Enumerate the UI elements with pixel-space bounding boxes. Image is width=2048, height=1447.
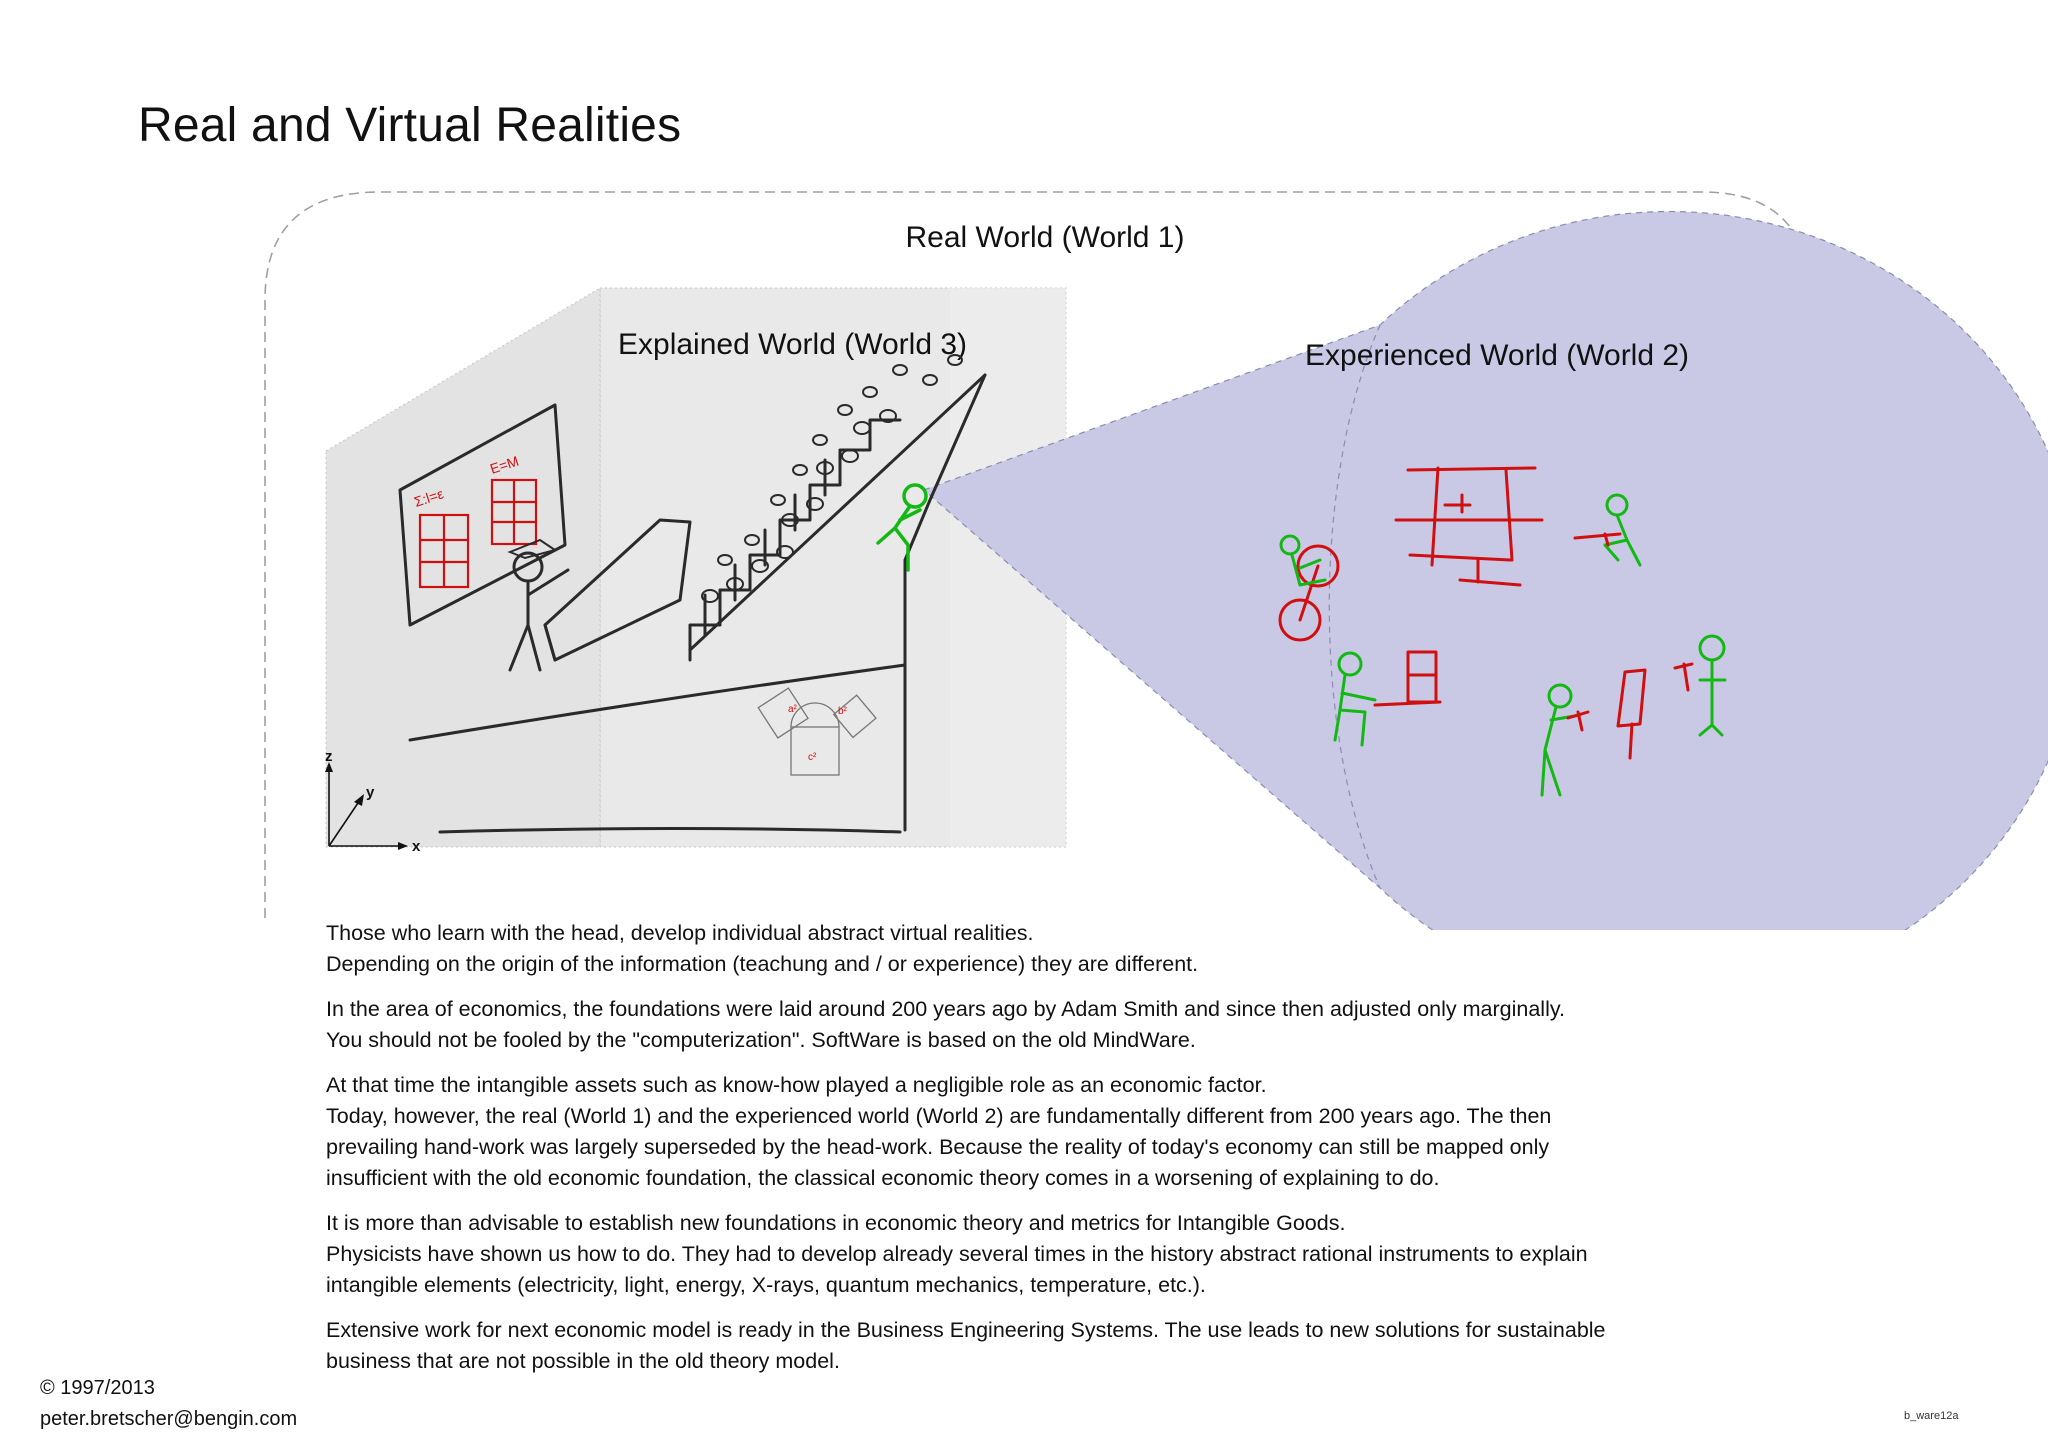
worlds-diagram: Real World (World 1) Explained World (Wo… (264, 191, 2048, 930)
pythagoras-b: b² (838, 706, 848, 717)
document-code: b_ware12a (1904, 1410, 1959, 1422)
real-world-label: Real World (World 1) (906, 221, 1185, 254)
contact-email[interactable]: peter.bretscher@bengin.com (40, 1408, 298, 1430)
pythagoras-c: c² (808, 752, 817, 763)
experience-figures (1278, 466, 1727, 797)
axis-y-label: y (366, 784, 375, 801)
axis-x-label: x (412, 838, 421, 855)
classroom-sketch (398, 354, 987, 834)
explained-world-panel (325, 287, 1067, 848)
blackboard-formulas (418, 478, 538, 589)
text-line: In the area of economics, the foundation… (326, 997, 1565, 1021)
axis-z-label: z (325, 748, 333, 765)
text-line: insufficient with the old economic found… (326, 1166, 1440, 1190)
pythagoras-figure (757, 687, 877, 776)
teacher-hat (507, 538, 558, 560)
paragraph: At that time the intangible assets such … (326, 1070, 1806, 1194)
experienced-world-cone (922, 210, 2048, 930)
text-line: business that are not possible in the ol… (326, 1349, 840, 1373)
explained-world-label: Explained World (World 3) (618, 328, 967, 361)
text-line: prevailing hand-work was largely superse… (326, 1135, 1550, 1159)
pythagoras-a: a² (788, 704, 798, 715)
observer-figure (876, 483, 928, 572)
copyright-notice: © 1997/2013 (40, 1377, 155, 1399)
text-line: At that time the intangible assets such … (326, 1073, 1267, 1097)
text-line: Extensive work for next economic model i… (326, 1318, 1606, 1342)
text-line: Depending on the origin of the informati… (326, 952, 1199, 976)
text-line: Today, however, the real (World 1) and t… (326, 1104, 1552, 1128)
page-title: Real and Virtual Realities (138, 99, 682, 152)
text-line: Those who learn with the head, develop i… (326, 921, 1034, 945)
text-line: Physicists have shown us how to do. They… (326, 1242, 1588, 1266)
experienced-world-label: Experienced World (World 2) (1305, 339, 1689, 372)
xyz-axes (325, 762, 408, 850)
text-line: You should not be fooled by the "compute… (326, 1028, 1196, 1052)
text-line: It is more than advisable to establish n… (326, 1211, 1346, 1235)
explanation-text: Those who learn with the head, develop i… (326, 918, 1806, 1391)
paragraph: Extensive work for next economic model i… (326, 1315, 1806, 1377)
paragraph: It is more than advisable to establish n… (326, 1208, 1806, 1301)
paragraph: In the area of economics, the foundation… (326, 994, 1806, 1056)
paragraph: Those who learn with the head, develop i… (326, 918, 1806, 980)
text-line: intangible elements (electricity, light,… (326, 1273, 1206, 1297)
